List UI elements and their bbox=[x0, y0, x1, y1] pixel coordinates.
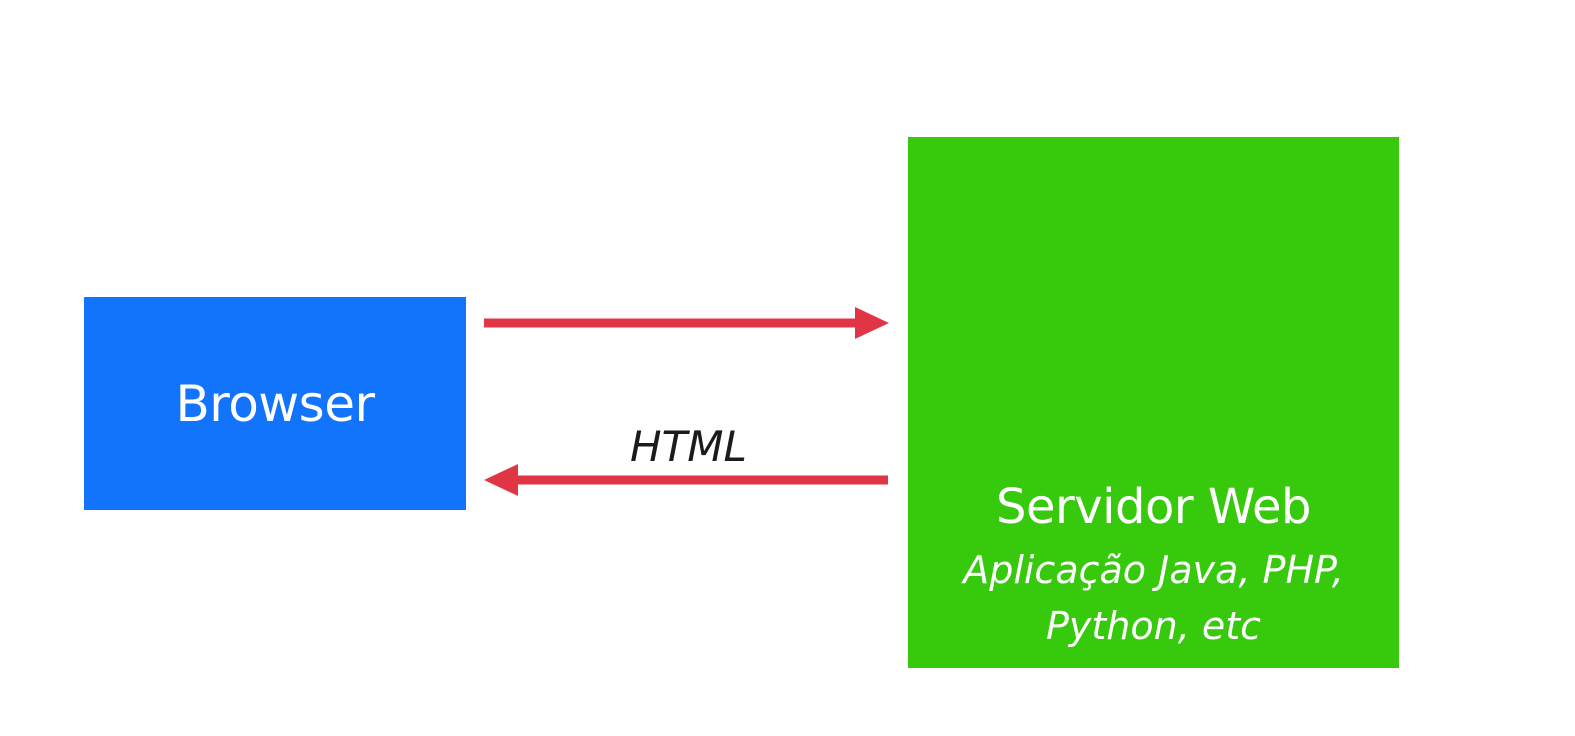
browser-box: Browser bbox=[84, 297, 466, 510]
server-box: Servidor Web Aplicação Java, PHP, Python… bbox=[908, 137, 1399, 668]
server-tech-stack: Aplicação Java, PHP, Python, etc bbox=[908, 542, 1399, 654]
request-arrow bbox=[484, 307, 889, 339]
response-arrow bbox=[484, 464, 888, 496]
server-tech-line-2: Python, etc bbox=[1045, 604, 1262, 648]
server-label: Servidor Web bbox=[996, 479, 1311, 535]
server-tech-line-1: Aplicação Java, PHP, bbox=[963, 548, 1344, 592]
browser-label: Browser bbox=[175, 374, 375, 433]
html-response-label: HTML bbox=[630, 422, 747, 471]
